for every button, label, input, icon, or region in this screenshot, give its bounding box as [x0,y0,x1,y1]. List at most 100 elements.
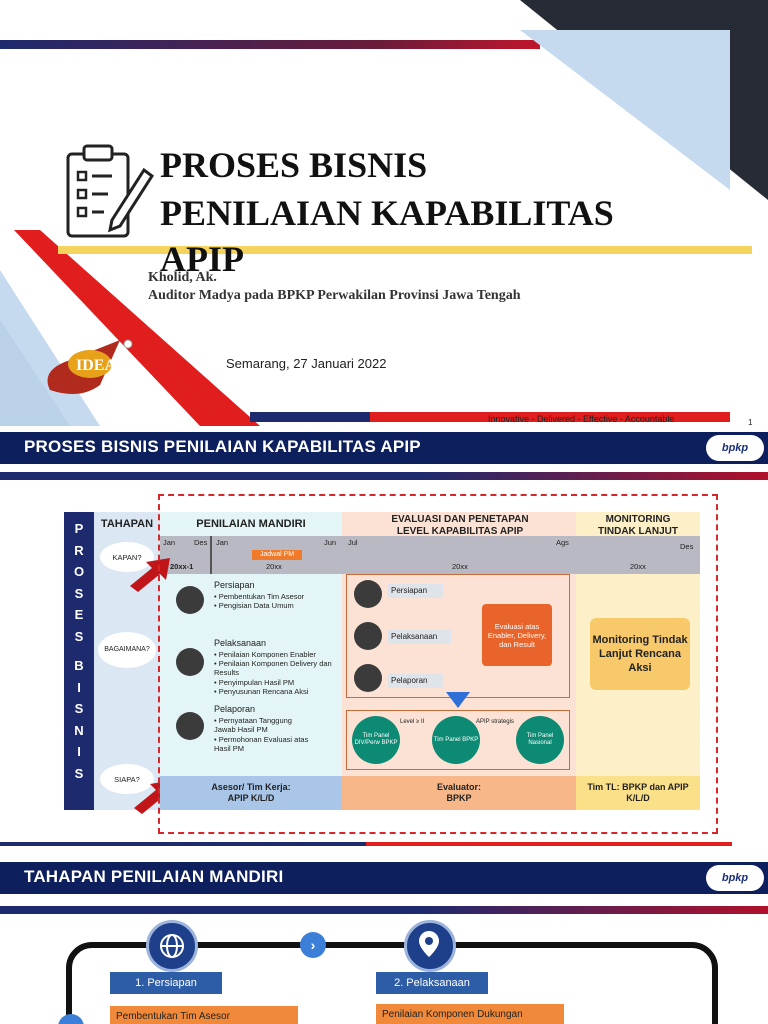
slide-tahapan: TAHAPAN PENILAIAN MANDIRI bpkp › 1. Pers… [0,858,768,1024]
vertical-label-letter: B [74,658,84,673]
kapan-bubble: KAPAN? [100,542,154,572]
year-4: 20xx [630,562,646,571]
pelaksanaan-item-1: • Penilaian Komponen Enabler [214,650,316,659]
jadwal-pm-badge: Jadwal PM [252,550,302,560]
eval-briefcase-icon [354,622,382,650]
slide-proses-bisnis: PROSES BISNIS PENILAIAN KAPABILITAS APIP… [0,428,768,846]
tim-panel-nasional: Tim Panel Nasional [516,716,564,764]
year-1: 20xx-1 [170,562,194,571]
tim-panel-box [346,710,570,770]
red-arrow-kapan [130,558,170,592]
persiapan-title: Persiapan [214,580,255,590]
globe-icon [160,934,184,958]
step2-item: Penilaian Komponen Dukungan [376,1004,564,1024]
evaluasi-box: Evaluasi atas Enabler, Delivery, dan Res… [482,604,552,666]
vertical-label-letter: R [74,542,84,558]
vertical-label-letter: O [73,564,85,579]
bottom-stripe-navy [0,842,366,846]
monitoring-header: MONITORING TINDAK LANJUT [598,514,678,537]
briefcase-icon [176,648,204,676]
pelaksanaan-item-3: • Penyimpulan Hasil PM [214,678,295,687]
timeline-row [160,536,700,574]
evaluasi-header: EVALUASI DAN PENETAPAN LEVEL KAPABILITAS… [391,514,529,537]
tim-panel-div: Tim Panel DIV/Perw BPKP [352,716,400,764]
author-name: Kholid, Ak. [148,270,217,285]
pelaksanaan-item-4: • Penyusunan Rencana Aksi [214,687,309,696]
slide-title-line3: APIP [160,239,244,279]
step2-label: 2. Pelaksanaan [376,972,488,994]
bottom-stripe-red [366,842,732,846]
siapa-bubble: SIAPA? [100,764,154,794]
slide-title-line1: PROSES BISNIS [160,145,428,185]
who-evaluator: Evaluator: BPKP [342,776,576,810]
tagline: Innovative - Delivered - Effective - Acc… [488,414,675,424]
step1-item: Pembentukan Tim Asesor [110,1006,298,1024]
year-2: 20xx [266,562,282,571]
header-stripe [0,906,768,914]
vertical-label-letter: S [74,701,84,716]
page-number: 1 [748,418,753,426]
eval-step-pelaksanaan: Pelaksanaan [388,630,451,644]
bottom-stripe-navy [250,412,370,422]
chevron-circle: › [300,932,326,958]
pelaporan-item-2: • Permohonan Evaluasi atas Hasil PM [214,735,309,753]
eval-step-pelaporan: Pelaporan [388,674,443,688]
timeline-divider [210,536,212,574]
month-ags: Ags [556,538,569,547]
top-stripe [0,40,540,49]
penilaian-mandiri-header: PENILAIAN MANDIRI [196,518,306,530]
step1-label: 1. Persiapan [110,972,222,994]
vertical-label-letter: I [77,679,81,695]
tahapan-header: TAHAPAN [100,518,154,530]
year-3: 20xx [452,562,468,571]
author-position: Auditor Madya pada BPKP Perwakilan Provi… [148,288,521,303]
vertical-label-letter: I [77,744,81,759]
vertical-label-letter: E [74,607,84,622]
head-icon [176,586,204,614]
slide-header-title: PROSES BISNIS PENILAIAN KAPABILITAS APIP [24,437,421,456]
month-jun: Jun [324,538,337,547]
strategis-label: APIP strategis [476,719,514,725]
tim-panel-bpkp: Tim Panel BPKP [432,716,480,764]
month-jul: Jul [348,538,358,547]
bpkp-logo: bpkp [706,865,764,891]
flow-frame [66,942,718,1024]
bpkp-logo: bpkp [706,435,764,461]
dashed-highlight [158,494,718,834]
level-label: Level ≥ II [400,719,425,725]
who-mandiri: Asesor/ Tim Kerja: APIP K/L/D [160,776,342,810]
svg-text:IDEA: IDEA [76,357,116,374]
vertical-label-letter: N [74,722,84,738]
month-jan1: Jan [163,538,176,547]
book-icon [176,712,204,740]
location-pin-icon [419,931,439,957]
header-stripe [0,472,768,480]
pelaporan-item-1: • Pernyataan Tanggung Jawab Hasil PM [214,716,292,734]
eval-book-icon [354,664,382,692]
vertical-label-letter: S [74,628,84,644]
idea-rocket-image: IDEA [30,330,140,410]
month-jan2: Jan [216,538,229,547]
who-tl: Tim TL: BPKP dan APIP K/L/D [576,776,700,810]
eval-step-persiapan: Persiapan [388,584,443,598]
slide-title: IDEA PROSES BISNIS PENILAIAN KAPABILITAS… [0,0,768,426]
presentation-date: Semarang, 27 Januari 2022 [226,356,387,371]
down-arrow [446,692,470,708]
month-des2: Des [680,542,694,551]
slide-title-line2: PENILAIAN KAPABILITAS [160,193,614,233]
gold-underline [58,246,752,254]
month-des1: Des [194,538,208,547]
corner-decoration [520,0,768,200]
slide-header: PROSES BISNIS PENILAIAN KAPABILITAS APIP… [0,432,768,464]
clipboard-checklist-icon [66,144,154,238]
bottom-stripe-red [370,412,730,422]
eval-head-icon [354,580,382,608]
monitoring-box: Monitoring Tindak Lanjut Rencana Aksi [590,618,690,690]
persiapan-item-1: • Pembentukan Tim Asesor [214,592,305,601]
vertical-label-letter: S [74,585,84,601]
vertical-label-letter: P [74,521,84,536]
slide-header: TAHAPAN PENILAIAN MANDIRI bpkp [0,862,768,894]
pelaksanaan-title: Pelaksanaan [214,638,267,648]
pelaksanaan-item-2: • Penilaian Komponen Delivery dan Result… [214,659,332,677]
left-bullet-circle [58,1014,84,1024]
